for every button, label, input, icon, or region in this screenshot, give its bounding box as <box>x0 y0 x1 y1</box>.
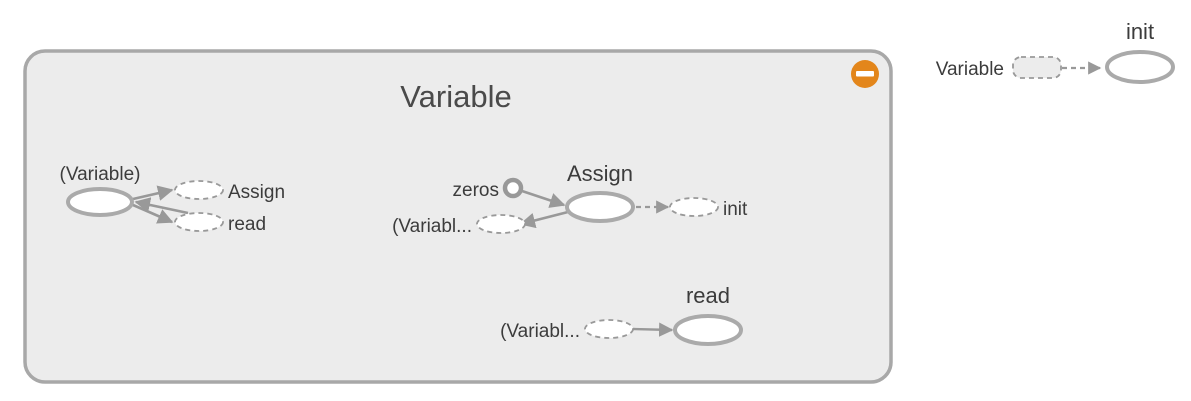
node-variable-ref-assign[interactable]: (Variabl... <box>392 214 526 237</box>
collapse-button[interactable] <box>851 60 879 88</box>
node-label-variable-stub-outer: Variable <box>936 59 1004 80</box>
node-shape-ellipse-dashed <box>476 214 526 234</box>
node-shape-ellipse-dashed <box>174 180 224 200</box>
node-init-outer[interactable]: init <box>1105 19 1175 84</box>
node-label-variable-ref-read: (Variabl... <box>500 321 580 342</box>
node-variable-stub-outer[interactable]: Variable <box>936 56 1062 80</box>
node-label-variable-ref-left: (Variable) <box>60 164 141 185</box>
node-shape-ellipse-dashed <box>669 197 719 217</box>
node-shape-roundrect-dashed <box>1012 56 1062 79</box>
node-shape-ellipse <box>66 187 134 217</box>
node-variable-ref-left[interactable]: (Variable) <box>60 164 141 217</box>
node-variable-ref-read[interactable]: (Variabl... <box>500 319 634 342</box>
node-read-stub[interactable]: read <box>174 212 266 235</box>
node-shape-ellipse-dashed <box>584 319 634 339</box>
node-init-stub[interactable]: init <box>669 197 748 220</box>
node-shape-ellipse <box>673 314 743 346</box>
node-read-op[interactable]: read <box>673 283 743 346</box>
node-label-init-stub: init <box>723 199 748 220</box>
edge-zeros-to-assign <box>521 189 566 208</box>
node-assign-op[interactable]: Assign <box>565 161 635 223</box>
group-title: Variable <box>400 79 511 114</box>
node-label-assign-op: Assign <box>567 161 633 186</box>
node-label-variable-ref-assign: (Variabl... <box>392 216 472 237</box>
node-shape-ellipse <box>1105 50 1175 84</box>
node-assign-stub[interactable]: Assign <box>174 180 285 203</box>
edge-variable-ref-to-read <box>632 322 674 337</box>
group-container-variable[interactable]: Variable <box>23 49 893 384</box>
node-label-zeros: zeros <box>453 180 499 201</box>
node-label-read-op: read <box>686 283 730 308</box>
group-border <box>23 49 893 384</box>
node-label-init-outer: init <box>1126 19 1154 44</box>
minus-icon <box>856 71 874 77</box>
node-zeros[interactable]: zeros <box>453 177 524 201</box>
node-shape-ellipse <box>565 191 635 223</box>
edge-assign-stub-to-variable <box>134 197 189 215</box>
node-label-assign-stub: Assign <box>228 182 285 203</box>
edge-assign-to-variable-ref <box>519 210 569 229</box>
node-shape-circle <box>502 177 524 199</box>
edge-layer <box>132 61 1102 337</box>
node-shape-ellipse-dashed <box>174 212 224 232</box>
node-label-read-stub: read <box>228 214 266 235</box>
